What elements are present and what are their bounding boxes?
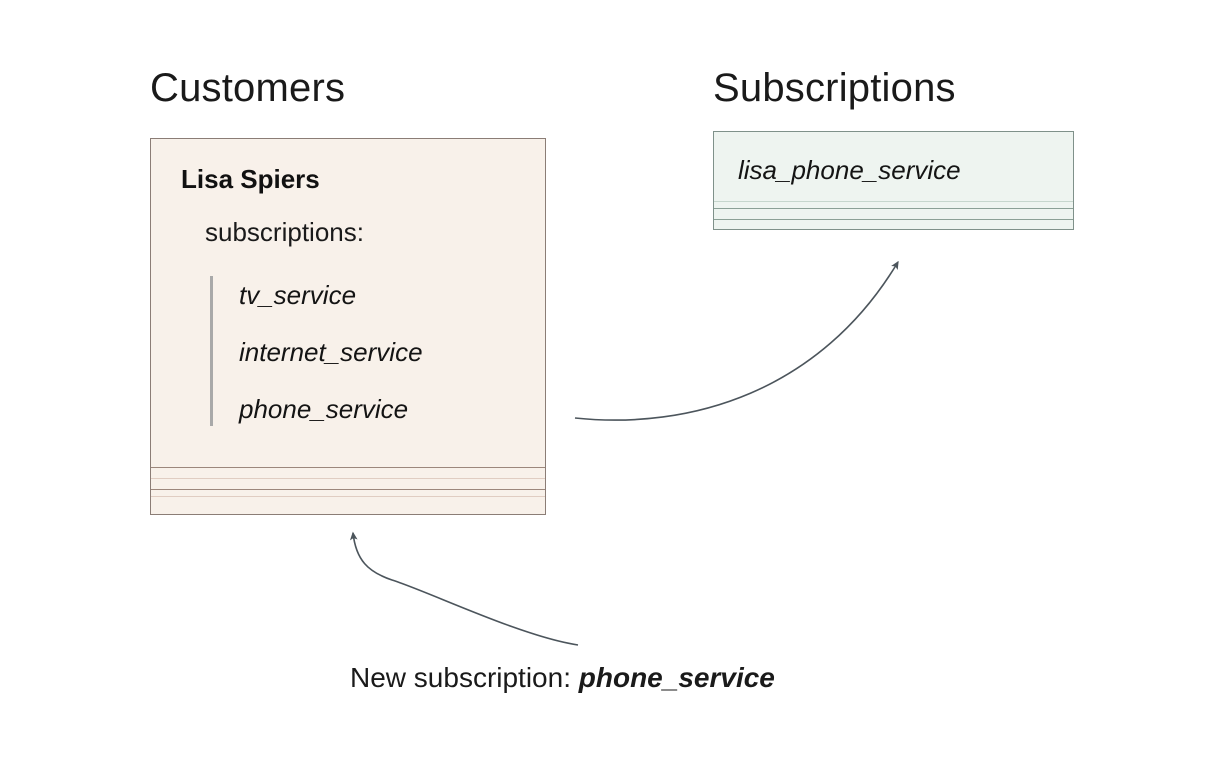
subscriptions-row-separator xyxy=(714,201,1073,202)
list-item: tv_service xyxy=(239,280,357,310)
customer-subscriptions-field-label: subscriptions: xyxy=(205,217,364,247)
subscriptions-group-bar xyxy=(210,276,213,426)
customer-subscriptions-list: tv_service internet_service phone_servic… xyxy=(239,267,423,438)
customers-column-title: Customers xyxy=(150,66,346,110)
caption-prefix: New subscription: xyxy=(350,662,579,693)
arrow-caption-to-customers xyxy=(349,531,579,646)
customers-row-separator xyxy=(151,489,545,490)
customers-row-separator xyxy=(151,467,545,468)
customers-row-separator xyxy=(151,496,545,497)
subscriptions-column-title: Subscriptions xyxy=(713,66,956,110)
customers-record-card[interactable]: Lisa Spiers subscriptions: tv_service in… xyxy=(150,138,546,515)
arrow-customers-to-subscriptions xyxy=(574,260,899,421)
subscriptions-row-separator xyxy=(714,208,1073,209)
customer-name: Lisa Spiers xyxy=(181,164,320,194)
list-item: internet_service xyxy=(239,337,423,367)
caption-emphasis: phone_service xyxy=(578,662,775,693)
subscriptions-record-card[interactable]: lisa_phone_service xyxy=(713,131,1074,230)
caption: New subscription: phone_service xyxy=(350,662,775,694)
customers-row-separator xyxy=(151,478,545,479)
list-item: phone_service xyxy=(239,394,409,424)
subscriptions-row-separator xyxy=(714,219,1073,220)
subscription-value: lisa_phone_service xyxy=(738,155,961,185)
